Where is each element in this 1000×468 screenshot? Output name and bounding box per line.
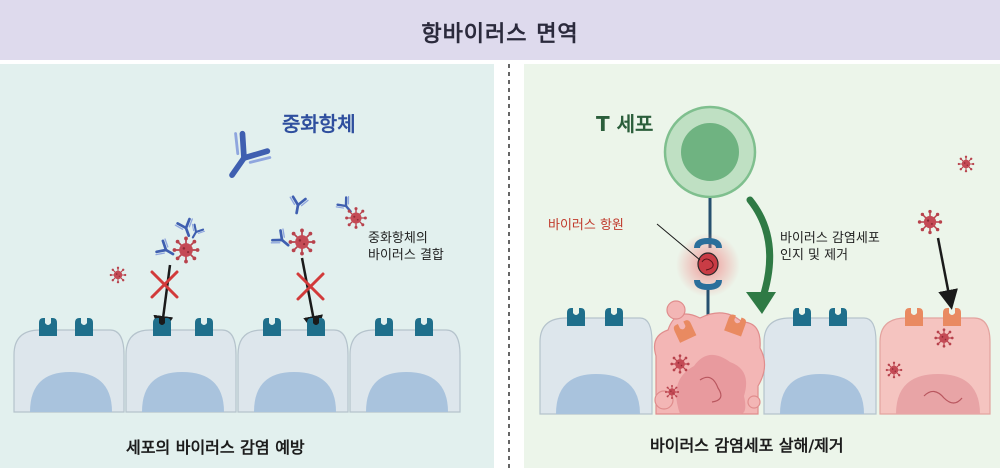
- virus: [669, 353, 691, 375]
- host-cell-normal: [539, 317, 877, 415]
- page-title: 항바이러스 면역: [421, 22, 579, 47]
- virus: [933, 327, 955, 349]
- right-caption: 바이러스 감염세포 살해/제거: [650, 436, 844, 455]
- recognition-label-line2: 인지 및 제거: [780, 248, 849, 263]
- mhc-molecule: [694, 280, 722, 290]
- virus: [917, 209, 943, 235]
- header-bar: 항바이러스 면역: [0, 0, 1000, 60]
- virus: [885, 361, 903, 379]
- t-cell-heading: T 세포: [596, 112, 654, 136]
- virus: [171, 235, 201, 265]
- left-caption: 세포의 바이러스 감염 예방: [126, 438, 305, 457]
- recognition-arrow: [746, 196, 774, 304]
- recognition-label-line1: 바이러스 감염세포: [780, 231, 880, 246]
- virus: [287, 227, 317, 257]
- block-x-mark: [150, 270, 179, 299]
- blocked-arrow: [300, 257, 323, 336]
- virus: [664, 384, 680, 400]
- infected-cell: [879, 317, 991, 415]
- host-cell-row-left: [13, 329, 461, 413]
- antigen-leader-line: [656, 223, 701, 261]
- virus: [957, 155, 975, 173]
- block-x-mark: [296, 272, 325, 301]
- virus: [344, 206, 368, 230]
- antibody-heading: 중화항체: [282, 112, 356, 136]
- antigen-label: 바이러스 항원: [548, 218, 624, 233]
- t-cell-nucleus: [681, 123, 739, 181]
- blocked-arrow: [153, 264, 174, 336]
- viral-antigen: [697, 252, 719, 276]
- antibody-binding-label-line2: 바이러스 결합: [368, 248, 444, 263]
- infection-arrow: [936, 237, 958, 310]
- t-cell-receptor: [694, 238, 722, 248]
- antibody-binding-label-line1: 중화항체의: [368, 231, 428, 246]
- recognition-label: 바이러스 감염세포 인지 및 제거: [780, 230, 880, 264]
- antibody-binding-label: 중화항체의 바이러스 결합: [368, 230, 444, 264]
- antibody-large: [229, 130, 272, 178]
- virus: [109, 266, 127, 284]
